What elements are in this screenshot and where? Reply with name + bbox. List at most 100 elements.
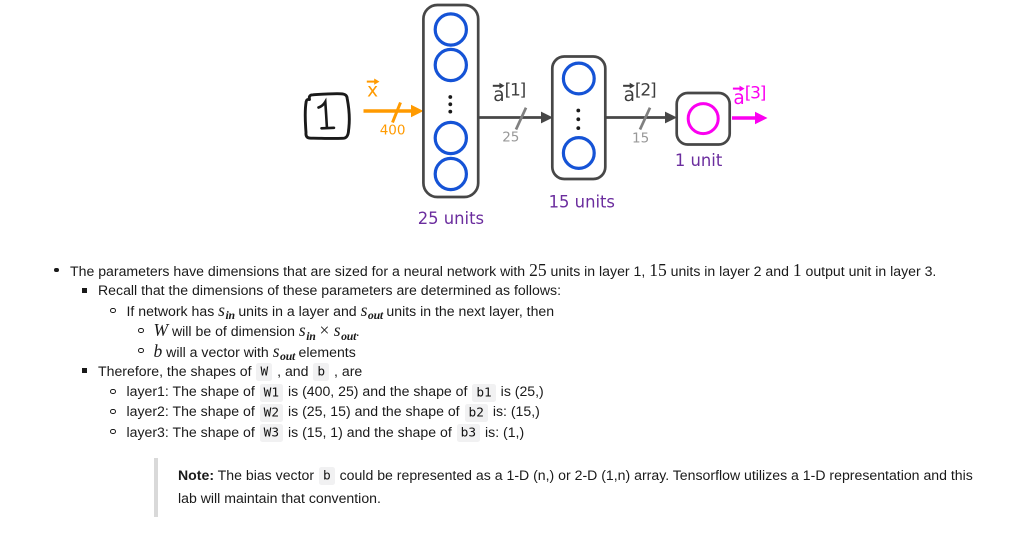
a2-label: a [2]	[623, 81, 657, 106]
list-item: layer1: The shape of W1 is (400, 25) and…	[0, 381, 1021, 402]
list-item-text: layer1: The shape of W1 is (400, 25) and…	[126, 381, 1021, 402]
inline-code: W	[256, 363, 273, 382]
list-item-text: W will be of dimension sin × sout.	[154, 320, 1021, 342]
text-segment: units in layer 2 and	[666, 262, 793, 279]
list-item: The parameters have dimensions that are …	[0, 260, 1020, 280]
inline-code: W3	[259, 424, 284, 443]
output-neuron-circle	[686, 102, 720, 136]
list-item: layer2: The shape of W2 is (25, 15) and …	[0, 401, 1021, 422]
neuron-circle	[561, 136, 596, 171]
list-item-text: The parameters have dimensions that are …	[70, 260, 1020, 281]
text-segment: layer1: The shape of	[126, 383, 259, 400]
x-label: x	[367, 81, 378, 102]
circle-bullet-icon	[110, 388, 116, 394]
text-segment: is: (15,)	[488, 403, 540, 420]
layer1-caption: 25 units	[418, 209, 484, 228]
text-segment: is (25, 15) and the shape of	[284, 403, 464, 420]
x-arrow: x 400	[363, 78, 424, 139]
circle-bullet-icon	[138, 327, 144, 334]
disc-bullet-icon	[54, 267, 59, 273]
text-segment: could be represented as a 1-D (n,) or 2-…	[178, 466, 973, 506]
text-segment: The bias vector	[214, 466, 318, 483]
x-vector-label: x	[366, 78, 380, 102]
text-segment: units in a layer and	[234, 303, 361, 320]
inline-code: b2	[464, 403, 488, 422]
neuron-circle	[561, 61, 596, 96]
text-segment: .	[355, 323, 360, 340]
layer3-caption: 1 unit	[675, 151, 723, 170]
blockquote-bar	[153, 458, 158, 517]
list-item: If network has sin units in a layer and …	[0, 300, 1021, 322]
math-subscript-segment: sout	[360, 300, 384, 323]
math-segment: 1	[792, 259, 802, 280]
a2-arrow: 15 a [2]	[605, 81, 677, 147]
list-item-text: If network has sin units in a layer and …	[127, 300, 1021, 322]
text-segment: Therefore, the shapes of	[98, 362, 256, 379]
neuron-circle	[433, 120, 468, 156]
a3-arrow: a [3]	[732, 83, 768, 125]
list-item: Recall that the dimensions of these para…	[0, 280, 1020, 300]
a3-base: a	[733, 88, 744, 109]
circle-bullet-icon	[110, 408, 116, 415]
text-segment: Recall that the dimensions of these para…	[98, 281, 561, 298]
digit-1	[317, 97, 336, 130]
text-segment: is (15, 1) and the shape of	[284, 423, 456, 440]
square-bullet-icon	[82, 287, 87, 293]
network-diagram: x 400 25 units 25 a	[303, 3, 768, 228]
square-bullet-icon	[82, 368, 87, 374]
input-image-box	[303, 92, 351, 140]
math-segment: ×	[315, 320, 334, 341]
list-item: layer3: The shape of W3 is (15, 1) and t…	[0, 422, 1021, 443]
inline-code: b	[318, 467, 335, 486]
a2-count: 15	[632, 131, 649, 147]
a1-base: a	[493, 85, 504, 106]
layer1-box	[422, 3, 480, 199]
list-item: W will be of dimension sin × sout.	[0, 320, 1021, 343]
circle-bullet-icon	[110, 428, 116, 435]
text-segment: layer2: The shape of	[126, 403, 259, 420]
math-var-segment: W	[153, 320, 169, 341]
math-var-segment: b	[153, 340, 163, 361]
a2-base: a	[624, 85, 635, 106]
a3-label: a [3]	[732, 83, 767, 109]
text-segment: , are	[330, 362, 363, 379]
math-segment: 15	[649, 259, 667, 280]
note-label: Note:	[178, 466, 215, 483]
a3-sup: [3]	[745, 83, 766, 103]
neuron-circle	[433, 156, 468, 192]
text-segment: elements	[294, 343, 356, 360]
text-segment: units in layer 1,	[546, 262, 650, 279]
text-segment: layer3: The shape of	[126, 423, 259, 440]
text-segment: is: (1,)	[481, 423, 525, 440]
text-segment: is (25,)	[496, 383, 544, 400]
a1-label: a [1]	[492, 81, 527, 106]
parameters-list: The parameters have dimensions that are …	[0, 260, 1021, 443]
list-item-text: layer2: The shape of W2 is (25, 15) and …	[126, 401, 1021, 422]
text-segment: is (400, 25) and the shape of	[284, 383, 472, 400]
list-item-text: b will a vector with sout elements	[154, 341, 1021, 363]
list-item: b will a vector with sout elements	[0, 341, 1021, 363]
list-item-text: Recall that the dimensions of these para…	[98, 280, 1020, 300]
layer2-caption: 15 units	[549, 192, 615, 211]
a1-arrow: 25 a [1]	[478, 81, 553, 146]
neuron-circle	[433, 12, 468, 47]
list-item-text: layer3: The shape of W3 is (15, 1) and t…	[126, 422, 1021, 443]
text-segment: , and	[273, 362, 313, 379]
a1-sup: [1]	[505, 81, 526, 101]
math-subscript-segment: sin	[298, 320, 316, 343]
x-count: 400	[380, 123, 406, 139]
text-segment: will be of dimension	[168, 323, 299, 340]
math-segment: 25	[529, 259, 547, 280]
list-item: Therefore, the shapes of W , and b , are	[0, 361, 1020, 382]
text-segment: If network has	[126, 303, 219, 320]
list-item-text: Therefore, the shapes of W , and b , are	[98, 361, 1020, 382]
neuron-circle	[433, 47, 468, 83]
math-subscript-segment: sin	[218, 300, 235, 323]
a2-sup: [2]	[635, 81, 656, 101]
inline-code: W2	[259, 403, 284, 422]
math-subscript-segment: sout	[333, 320, 357, 343]
layer2-box	[550, 55, 607, 181]
circle-bullet-icon	[110, 307, 116, 313]
text-segment: output unit in layer 3.	[801, 262, 937, 279]
